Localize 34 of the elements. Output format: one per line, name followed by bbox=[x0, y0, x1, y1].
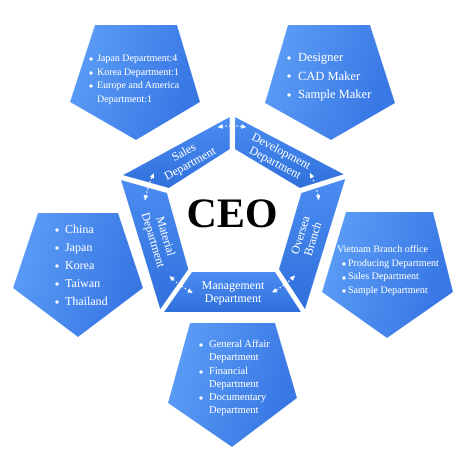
ring-segment bbox=[234, 117, 344, 188]
dotted-arrow bbox=[169, 276, 193, 294]
list-item: Korea bbox=[65, 257, 96, 274]
list-item: Designer bbox=[298, 49, 344, 66]
list-item: Korea Department:1 bbox=[97, 66, 180, 80]
pentagon-panel bbox=[168, 323, 297, 447]
dotted-arrow bbox=[310, 173, 320, 200]
segment-label: Management Department bbox=[202, 278, 264, 306]
center-title: CEO bbox=[186, 193, 278, 235]
list-item: Europe and America Department:1 bbox=[97, 79, 180, 106]
list-item: General Affair Department bbox=[209, 338, 271, 365]
list-item: Documentary Department bbox=[209, 391, 268, 418]
list-item: Financial Department bbox=[209, 364, 260, 392]
dotted-arrow bbox=[144, 173, 154, 200]
list-item: Sales Department bbox=[348, 270, 420, 284]
ring-segment bbox=[122, 117, 230, 188]
list-item: Taiwan bbox=[65, 275, 102, 292]
list-item: Thailand bbox=[65, 293, 109, 310]
ring-segment bbox=[164, 272, 301, 312]
list-item: Sample Maker bbox=[298, 86, 372, 103]
dotted-arrow bbox=[218, 124, 246, 129]
dotted-arrow bbox=[272, 275, 296, 293]
pentagon-panel bbox=[322, 212, 453, 338]
ring-segment bbox=[120, 180, 188, 310]
list-item: Japan bbox=[65, 239, 94, 256]
list-item: CAD Maker bbox=[298, 68, 362, 84]
list-heading: Vietnam Branch office bbox=[337, 243, 429, 257]
list-item: Sample Department bbox=[348, 284, 429, 298]
list-item: Producing Department bbox=[348, 256, 440, 270]
list-item: Japan Department:4 bbox=[97, 52, 178, 66]
pentagon-panel bbox=[13, 213, 143, 337]
segment-label: Oversea Branch bbox=[289, 214, 326, 260]
list-item: China bbox=[65, 221, 95, 238]
pentagon-panel bbox=[70, 25, 200, 140]
